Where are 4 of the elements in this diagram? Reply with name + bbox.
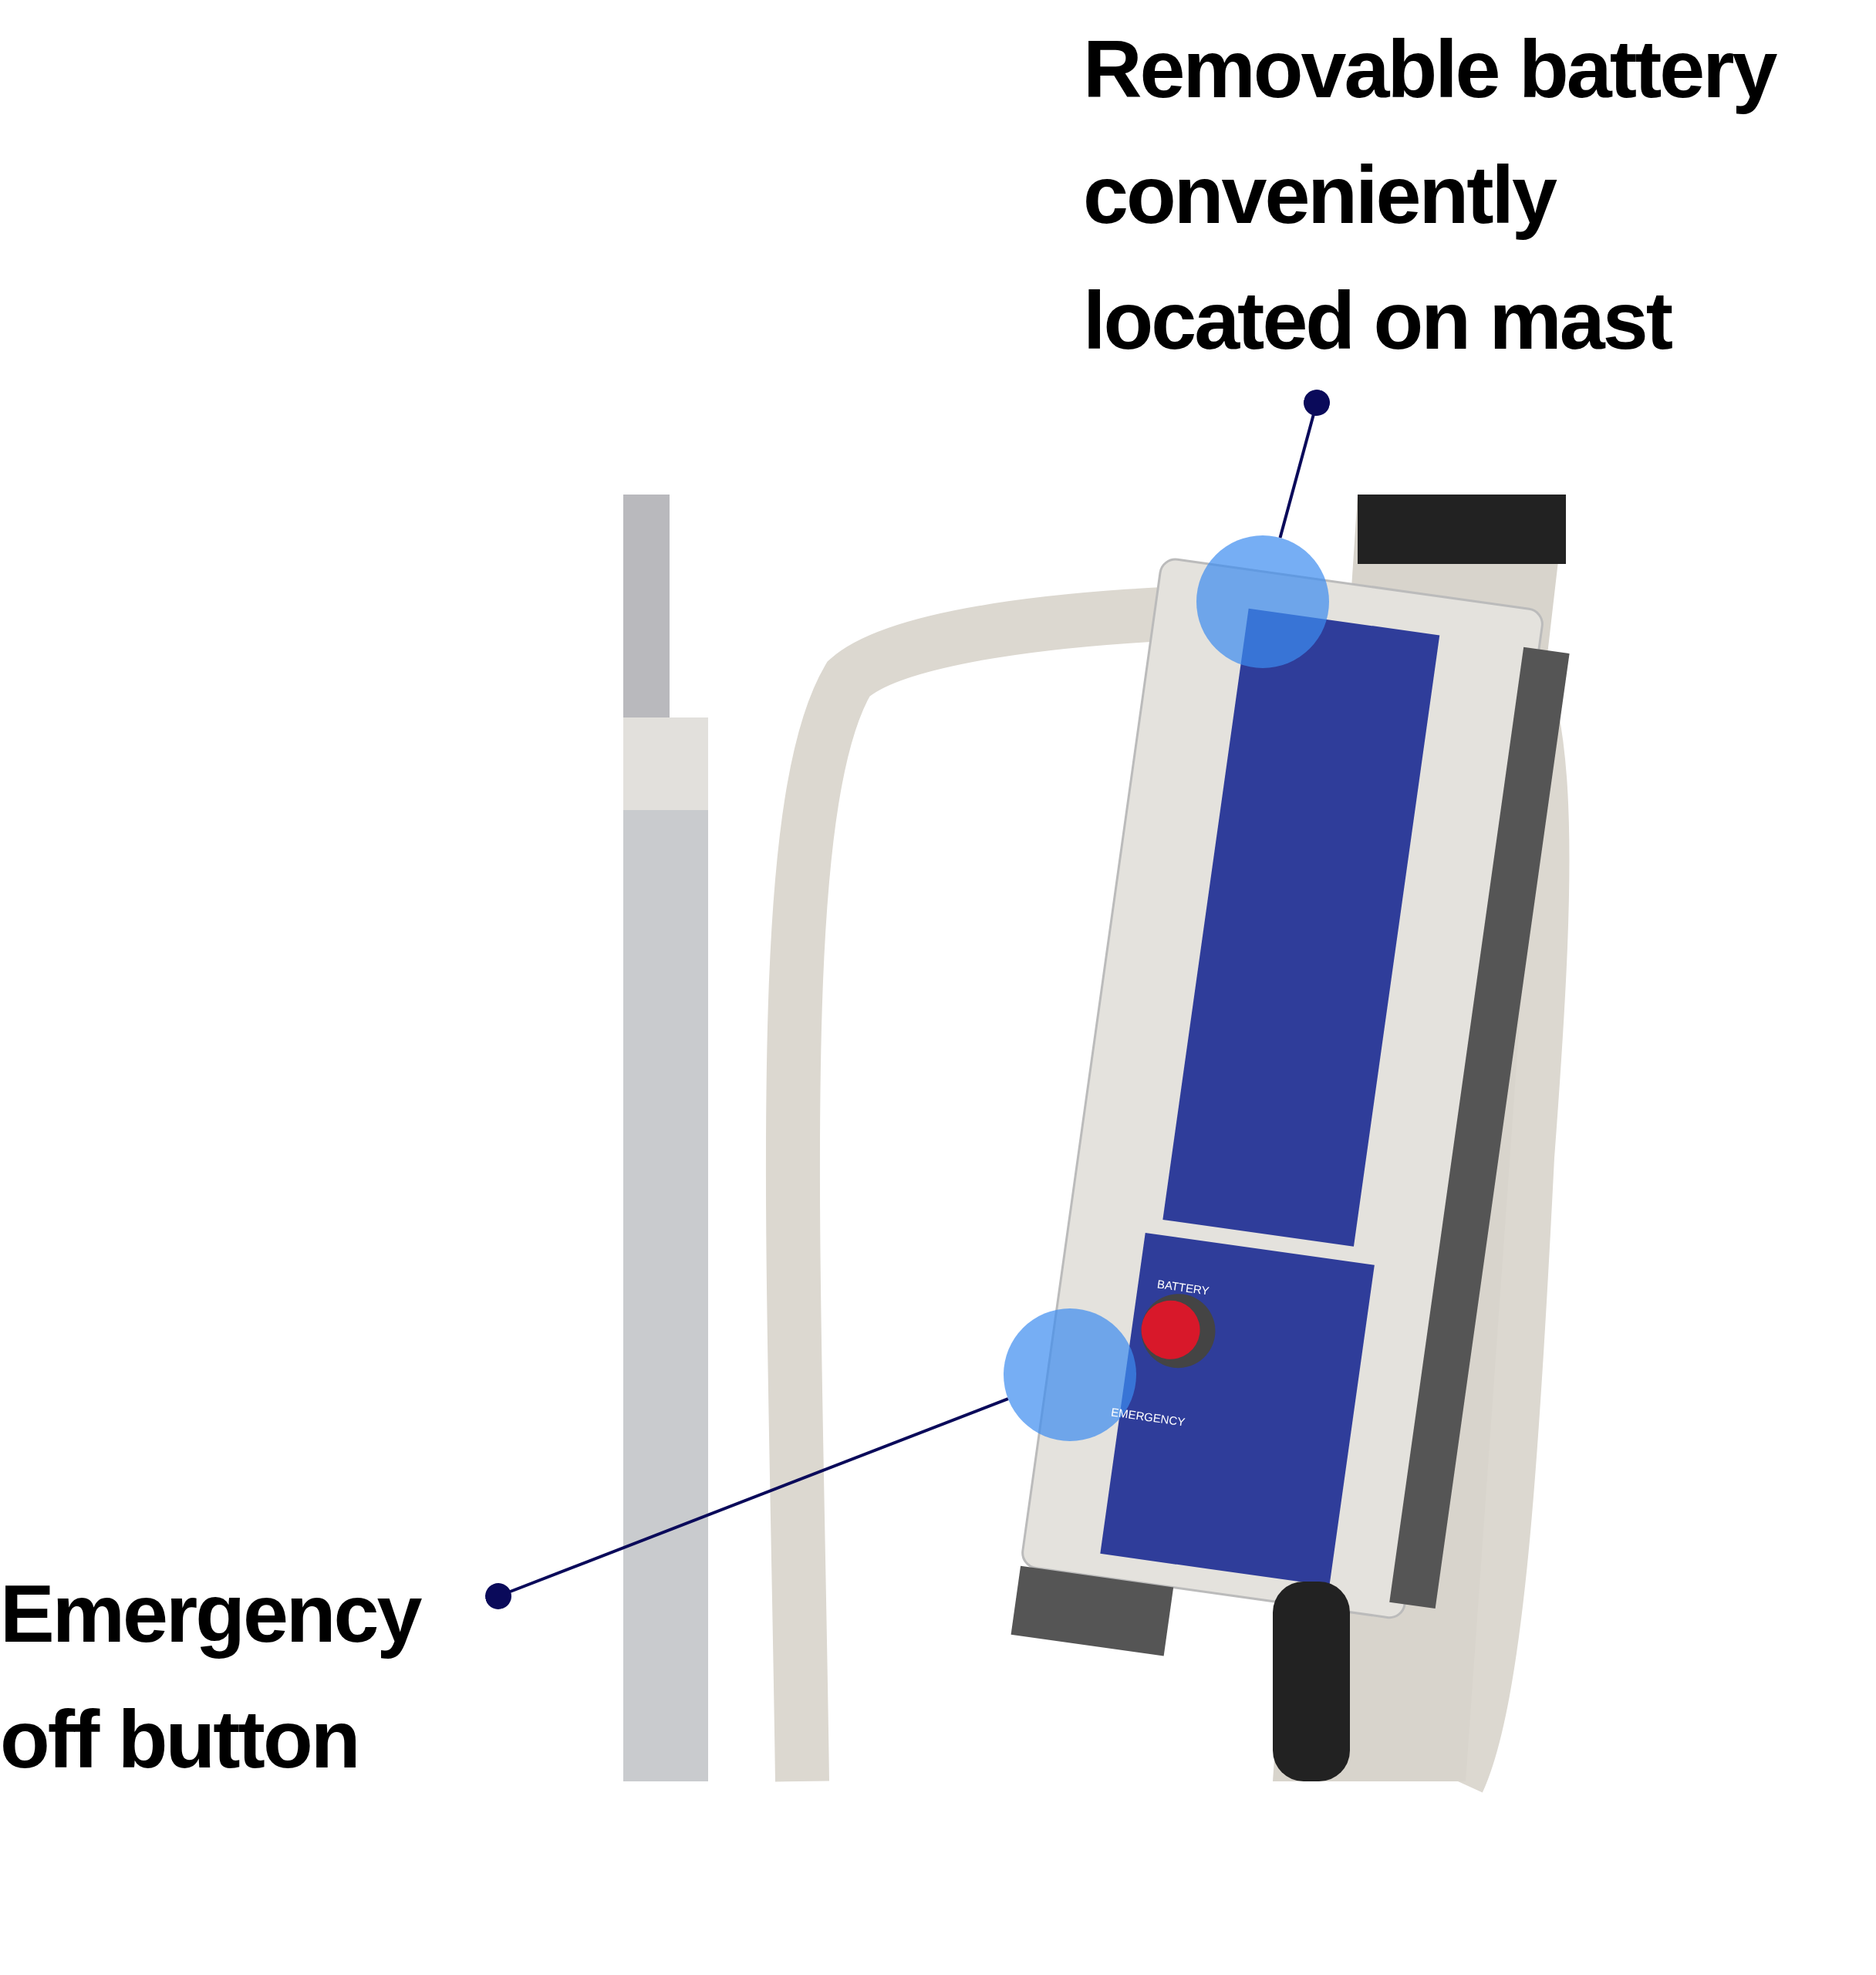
panel-label: BATTERY — [1156, 1277, 1210, 1298]
callout-text: Emergency off button — [0, 1551, 463, 1802]
panel-label: EMERGENCY — [1110, 1405, 1186, 1429]
callout-text: Removable battery conveniently located on mast — [1083, 6, 1793, 383]
